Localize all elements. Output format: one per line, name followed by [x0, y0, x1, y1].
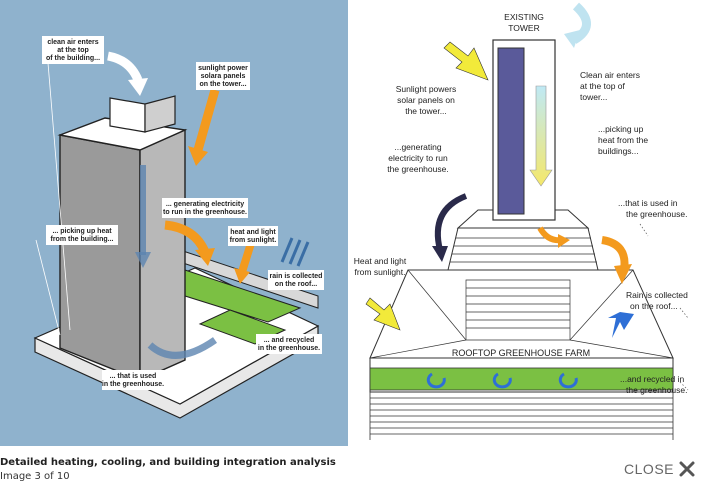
label-farm: ROOFTOP GREENHOUSE FARM — [452, 348, 590, 358]
label-picking-1: ...picking up — [598, 124, 644, 134]
label-generating-2: electricity to run — [388, 153, 448, 163]
greenhouse-rows — [369, 269, 674, 359]
tower-cap-front — [109, 97, 146, 133]
label-generating-1: ... generating electricity — [166, 201, 244, 208]
label-tower-1: EXISTING — [504, 12, 544, 22]
recycle-icon-3 — [558, 372, 578, 389]
right-illustration: EXISTING TOWER Sunlight powers solar pan… — [348, 0, 701, 446]
heat-light-arrowhead — [234, 268, 250, 284]
label-box-clean-air — [42, 36, 104, 64]
label-used-2: in the greenhouse. — [102, 381, 164, 388]
leader-lines — [639, 223, 689, 391]
label-rain-2: on the roof... — [630, 301, 678, 311]
sunlight-arrow — [443, 41, 489, 81]
label-rain-1: Rain is collected — [626, 290, 688, 300]
clean-air-arrow — [107, 51, 143, 82]
label-picking-2: from the building... — [51, 236, 114, 243]
label-picking-3: buildings... — [598, 146, 639, 156]
label-rain-2: on the roof... — [275, 281, 317, 288]
label-box-rain — [268, 270, 324, 290]
heat-down-arrowhead — [135, 252, 151, 268]
label-recycled-1: ... and recycled — [264, 337, 315, 344]
sunlight-arrowhead — [188, 146, 208, 166]
clean-air-arrow — [571, 2, 591, 44]
image-counter: Image 3 of 10 — [0, 471, 70, 482]
clean-air-arrowhead — [128, 78, 148, 96]
label-clean-air-3: of the building... — [46, 55, 100, 62]
recycle-icon-2 — [492, 372, 512, 389]
label-heat-light-1: Heat and light — [354, 256, 407, 266]
label-box-heat-light — [228, 226, 278, 246]
label-picking-1: ... picking up heat — [52, 228, 112, 235]
label-clean-air-1: clean air enters — [47, 39, 98, 46]
sunlight-arrow — [193, 88, 220, 152]
mid-platform — [447, 227, 599, 271]
label-used-1: ...that is used in — [618, 198, 678, 208]
leader-line-1 — [47, 62, 71, 331]
label-heat-light-2: from sunlight. — [230, 237, 277, 244]
label-sunlight-2: solara panels — [201, 73, 246, 80]
image-caption: Detailed heating, cooling, and building … — [0, 457, 336, 468]
label-heat-light-1: heat and light — [230, 229, 276, 236]
rain-arrow — [608, 312, 634, 338]
label-heat-light-2: from sunlight. — [354, 267, 405, 277]
label-clean-air-2: at the top of — [580, 81, 626, 91]
rain-line-3 — [296, 241, 310, 267]
label-clean-air-1: Clean air enters — [580, 70, 640, 80]
label-recycled-2: in the greenhouse. — [258, 345, 320, 352]
mid-platform-layers — [450, 237, 597, 263]
label-generating-1: ...generating — [394, 142, 442, 152]
label-used-2: the greenhouse. — [626, 209, 687, 219]
tower-front — [59, 134, 141, 382]
right-diagram-svg: EXISTING TOWER Sunlight powers solar pan… — [354, 2, 689, 440]
label-clean-air-3: tower... — [580, 92, 607, 102]
solar-panel — [497, 47, 525, 215]
label-box-sunlight — [196, 62, 250, 90]
heat-light-arrow — [365, 297, 401, 331]
label-used-1: ... that is used — [110, 373, 157, 380]
label-box-recycled — [256, 334, 322, 354]
label-generating-2: to run in the greenhouse. — [163, 209, 247, 216]
clean-air-arrowhead — [564, 30, 580, 48]
label-sunlight-3: the tower... — [405, 106, 447, 116]
recycle-icons — [426, 372, 578, 389]
label-tower-2: TOWER — [508, 23, 539, 33]
label-box-generating — [162, 198, 248, 218]
tower-cap-side — [144, 95, 176, 133]
label-generating-3: the greenhouse. — [387, 164, 448, 174]
leader-line-2 — [35, 239, 61, 336]
label-sunlight-1: Sunlight powers — [396, 84, 456, 94]
label-box-used — [102, 370, 164, 390]
label-rain-1: rain is collected — [270, 273, 323, 280]
label-sunlight-3: on the tower... — [199, 81, 246, 88]
rain-line-1 — [280, 237, 294, 263]
generate-arrow — [434, 193, 468, 251]
recycle-icon-1 — [426, 372, 446, 389]
rain-line-2 — [288, 239, 302, 265]
air-column-arrow — [529, 85, 553, 187]
label-recycled-2: the greenhouse. — [626, 385, 687, 395]
label-sunlight-2: solar panels on — [397, 95, 455, 105]
close-icon — [679, 461, 695, 477]
electricity-arrowhead — [195, 248, 215, 266]
green-strip — [369, 367, 674, 391]
electricity-arrow — [164, 220, 210, 254]
close-label: CLOSE — [624, 461, 674, 477]
used-arrowhead — [614, 264, 632, 284]
base-layers — [369, 358, 674, 440]
heat-transfer-arrowhead — [558, 234, 570, 248]
label-recycled-1: ...and recycled in — [620, 374, 685, 384]
label-sunlight-1: sunlight power — [198, 65, 248, 72]
close-button[interactable]: CLOSE — [624, 461, 695, 477]
left-diagram-svg: clean air enters at the top of the build… — [33, 36, 324, 419]
left-illustration: clean air enters at the top of the build… — [0, 0, 348, 446]
label-box-picking — [46, 225, 118, 245]
generate-arrowhead — [432, 246, 448, 262]
label-clean-air-2: at the top — [57, 47, 89, 54]
label-picking-2: heat from the — [598, 135, 648, 145]
recycle-arrow — [147, 337, 218, 359]
